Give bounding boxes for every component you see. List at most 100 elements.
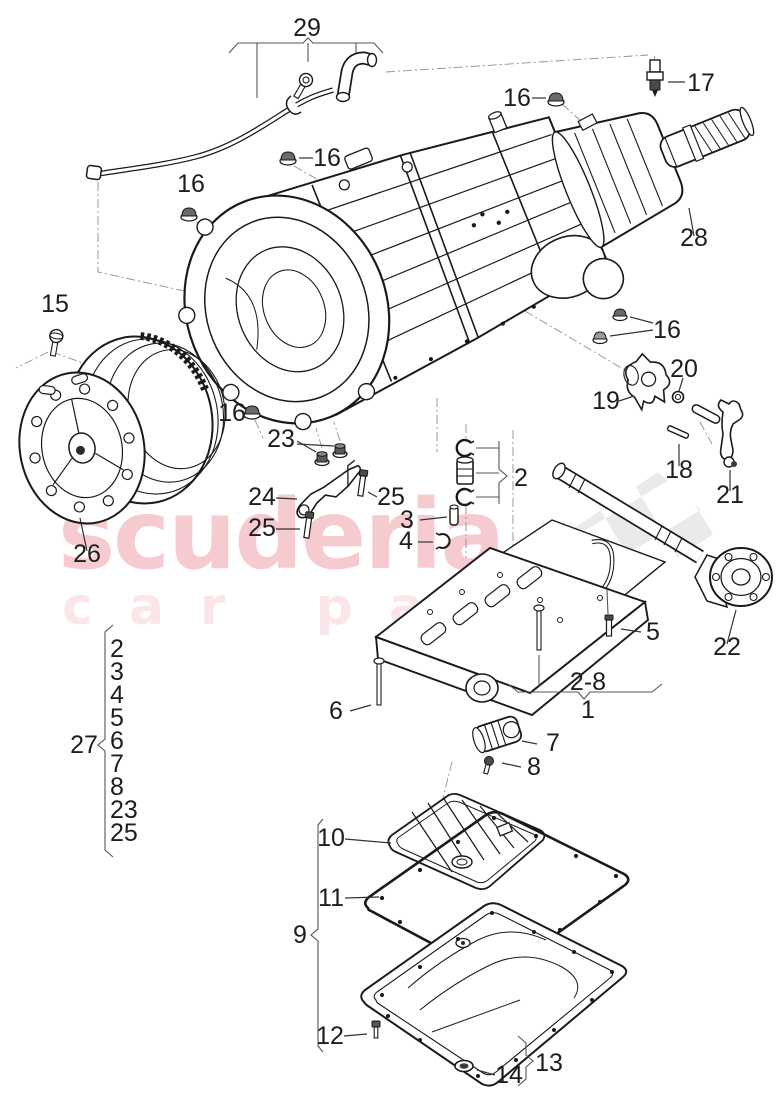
callout-1: 1 xyxy=(581,696,595,724)
output-shaft-collar xyxy=(681,124,705,163)
callout-19: 19 xyxy=(592,387,620,415)
plate-slot xyxy=(71,373,89,385)
leader-lines xyxy=(79,81,737,1087)
callout-28: 28 xyxy=(680,224,708,252)
drive-plate-holes xyxy=(29,383,135,513)
list-item: 5 xyxy=(110,704,124,732)
callout-23: 23 xyxy=(267,425,295,453)
driveshaft xyxy=(552,462,773,609)
oil-pan xyxy=(360,902,628,1087)
bell-housing-flange xyxy=(183,194,391,425)
list-item: 25 xyxy=(110,819,138,847)
callout-8: 8 xyxy=(527,753,541,781)
bracket-2-8 xyxy=(507,683,663,700)
callout-18: 18 xyxy=(665,456,693,484)
output-solenoid-7 xyxy=(472,715,523,754)
valve-body-bolt xyxy=(533,604,545,651)
sealing-plugs xyxy=(180,92,628,420)
callout-2: 2 xyxy=(514,464,528,492)
bell-flange-ears xyxy=(178,218,376,431)
valve-body-assembly xyxy=(373,519,667,775)
bracket-2 xyxy=(476,441,508,504)
brace-9 xyxy=(310,818,324,1053)
callout-12: 12 xyxy=(316,1022,344,1050)
list-item: 4 xyxy=(110,681,124,709)
pan-rim-bolts xyxy=(380,911,614,1078)
case-boss xyxy=(338,179,350,191)
case-dots xyxy=(471,209,510,228)
roll-pin xyxy=(666,425,690,439)
callout-16: 16 xyxy=(177,170,205,198)
list-item: 3 xyxy=(110,658,124,686)
callout-14: 14 xyxy=(495,1061,523,1089)
ring-gear-teeth xyxy=(140,332,209,392)
callout-22: 22 xyxy=(713,633,741,661)
case-top-lug xyxy=(344,147,373,170)
sensor-boss xyxy=(577,113,598,132)
case-boss xyxy=(401,161,413,173)
callout-16: 16 xyxy=(218,399,246,427)
shaft-joints xyxy=(568,473,683,553)
callout-26: 26 xyxy=(73,540,101,568)
selector-shaft-end xyxy=(691,404,721,424)
callout-4: 4 xyxy=(399,527,413,555)
detent-bracket xyxy=(623,352,671,412)
output-shaft-splines xyxy=(694,112,746,153)
bushing xyxy=(671,390,685,404)
selector-shaft-boss-top xyxy=(488,111,502,120)
oil-pan-group xyxy=(360,792,630,1087)
bolt-8 xyxy=(483,756,494,775)
callout-13: 13 xyxy=(535,1049,563,1077)
valve-body-solenoids xyxy=(420,566,603,646)
support-bracket-group xyxy=(296,443,369,539)
plate-slot xyxy=(38,384,56,395)
tube-cap xyxy=(85,164,103,181)
callout-2-8: 2-8 xyxy=(570,668,606,696)
circlip xyxy=(435,532,451,550)
callout-17: 17 xyxy=(687,69,715,97)
converter-bolt xyxy=(49,328,64,357)
list-item: 6 xyxy=(110,727,124,755)
tail-ribs xyxy=(574,118,664,234)
output-shaft-end xyxy=(739,106,755,137)
callout-labels: 29 17 16 16 16 15 28 16 19 20 18 21 16 2… xyxy=(41,14,744,1089)
brace-27 xyxy=(97,624,114,858)
list-item: 7 xyxy=(110,750,124,778)
list-item: 23 xyxy=(110,796,138,824)
bell-housing-rim xyxy=(203,216,370,403)
callout-20: 20 xyxy=(670,355,698,383)
callout-10: 10 xyxy=(317,824,345,852)
brace-13 xyxy=(517,1035,534,1087)
filler-tube-group xyxy=(85,37,384,181)
tube-clip xyxy=(285,95,302,115)
bolt-5 xyxy=(604,614,614,637)
oil-filter xyxy=(387,792,546,891)
callout-27: 27 xyxy=(70,731,98,759)
transmission-assembly xyxy=(178,106,755,431)
callout-9: 9 xyxy=(293,921,307,949)
callout-25: 25 xyxy=(248,514,276,542)
snap-ring xyxy=(455,487,475,507)
speed-sensor xyxy=(646,59,664,97)
callout-24: 24 xyxy=(248,483,276,511)
tail-flange xyxy=(551,131,605,248)
list-item: 2 xyxy=(110,635,124,663)
pan-bolt-12 xyxy=(371,1020,381,1039)
group-27-list: 2 3 4 5 6 7 8 23 25 xyxy=(110,635,138,847)
list-item: 8 xyxy=(110,773,124,801)
bracket-bolt xyxy=(357,469,369,497)
pan-floor-lines xyxy=(407,931,579,1033)
callout-16: 16 xyxy=(653,316,681,344)
transfer-housing-round xyxy=(582,257,625,300)
selector-lever xyxy=(717,399,744,468)
bracket-29 xyxy=(228,37,384,54)
bracket-bolt xyxy=(303,511,315,539)
callout-7: 7 xyxy=(546,729,560,757)
pin xyxy=(449,504,459,526)
flange-nut xyxy=(314,451,330,467)
callout-25: 25 xyxy=(377,483,405,511)
bell-housing-bore xyxy=(261,269,327,349)
driveshaft-flange xyxy=(694,547,773,609)
long-bolt-6 xyxy=(373,657,385,706)
